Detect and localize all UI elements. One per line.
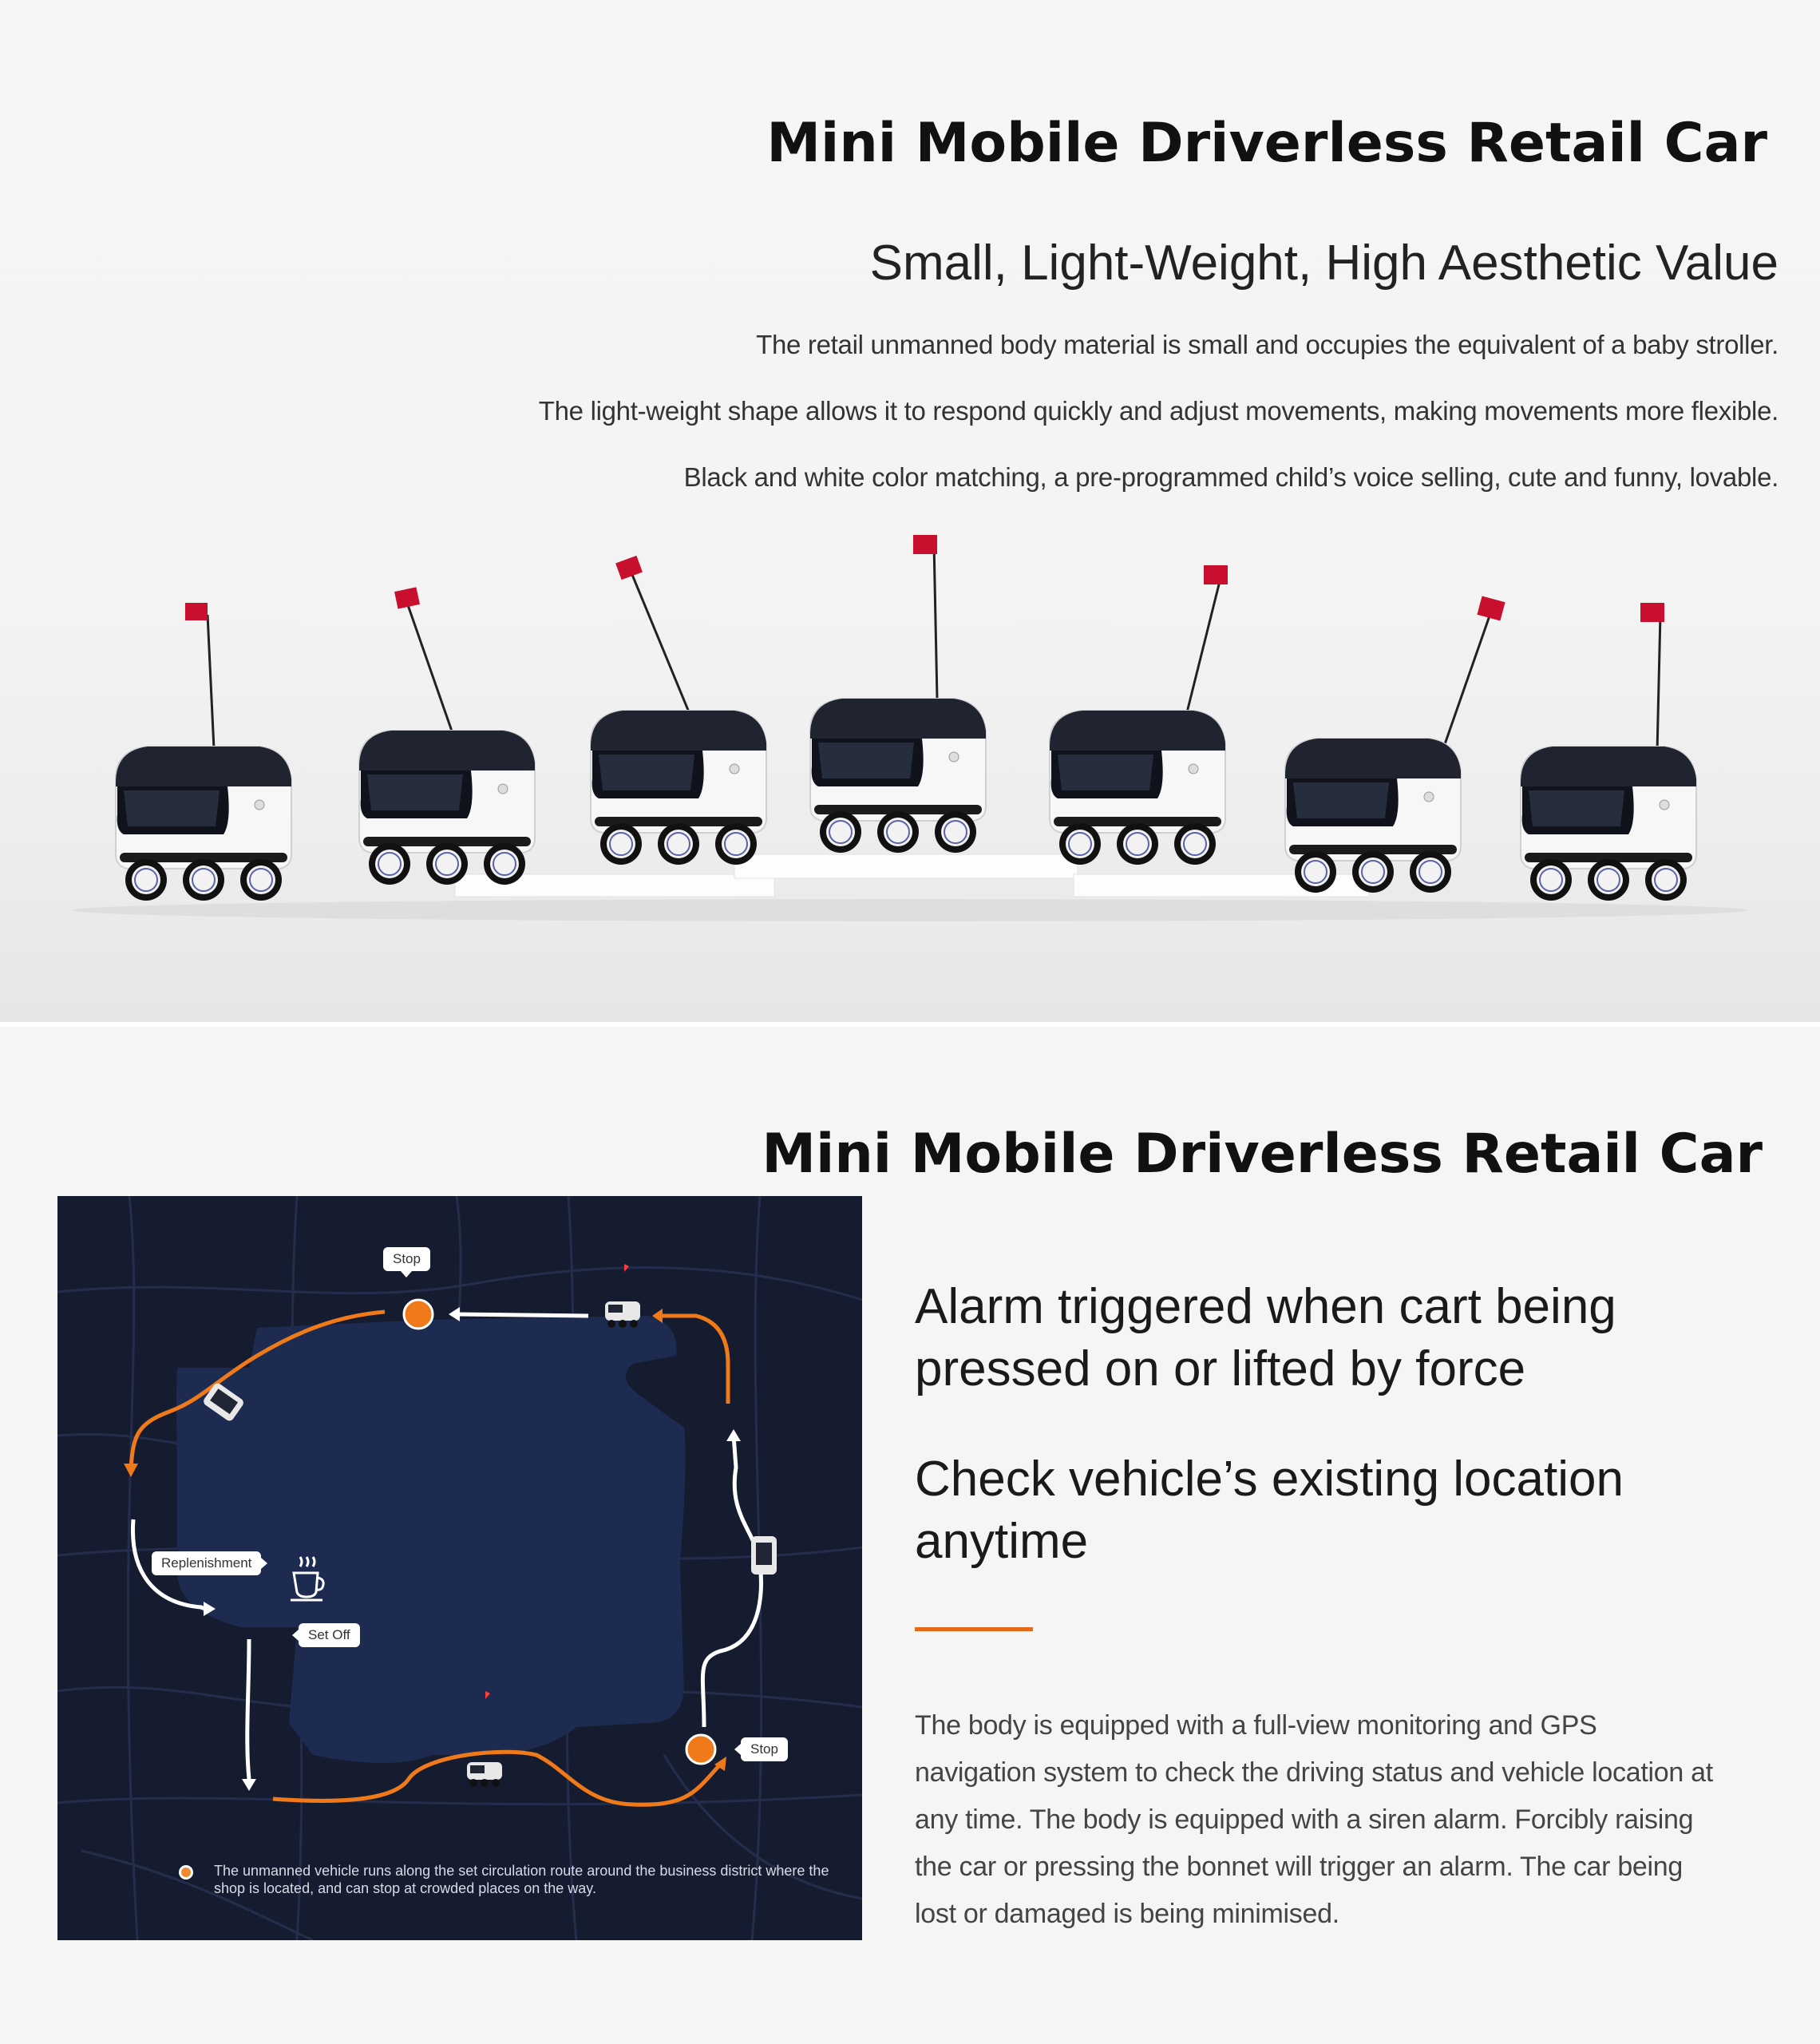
feature-heading-alarm: Alarm triggered when cart being pressed … (915, 1279, 1616, 1396)
feature-heading-location: Check vehicle’s existing location anytim… (915, 1452, 1624, 1569)
map-label-stop-bottom: Stop (734, 1737, 788, 1761)
hero-section: Mini Mobile Driverless Retail Car Small,… (0, 0, 1820, 1022)
robot-lineup-image (72, 535, 1748, 921)
map-label-stop-top: Stop (383, 1247, 430, 1278)
map-label-set-off: Set Off (292, 1623, 360, 1647)
coffee-icon (291, 1556, 325, 1602)
hero-paragraph-1: The retail unmanned body material is sma… (756, 330, 1778, 359)
section-divider (0, 1022, 1820, 1027)
hero-subtitle: Small, Light-Weight, High Aesthetic Valu… (869, 236, 1778, 291)
robot-1 (116, 747, 291, 901)
feature-body-text: The body is equipped with a full-view mo… (915, 1710, 1713, 1929)
hero-title: Mini Mobile Driverless Retail Car (766, 112, 1767, 175)
map-caption: The unmanned vehicle runs along the set … (214, 1863, 829, 1896)
hero-paragraph-2: The light-weight shape allows it to resp… (538, 396, 1779, 426)
map-label-replenishment: Replenishment (152, 1551, 268, 1575)
robot-3 (591, 711, 766, 865)
feature-section: Mini Mobile Driverless Retail Car (0, 1027, 1820, 2044)
robot-4 (810, 699, 986, 853)
route-map: Stop Replenishment Set Off Stop The unma… (57, 1196, 862, 1940)
feature-title: Mini Mobile Driverless Retail Car (762, 1123, 1763, 1186)
robot-5 (1050, 711, 1225, 865)
route-map-graphic (57, 1196, 862, 1940)
accent-rule (915, 1627, 1033, 1631)
caption-marker-icon (181, 1868, 191, 1877)
robot-6 (1285, 739, 1461, 893)
robot-7 (1521, 747, 1696, 901)
robot-2 (359, 731, 535, 885)
hero-paragraph-3: Black and white color matching, a pre-pr… (683, 462, 1779, 492)
